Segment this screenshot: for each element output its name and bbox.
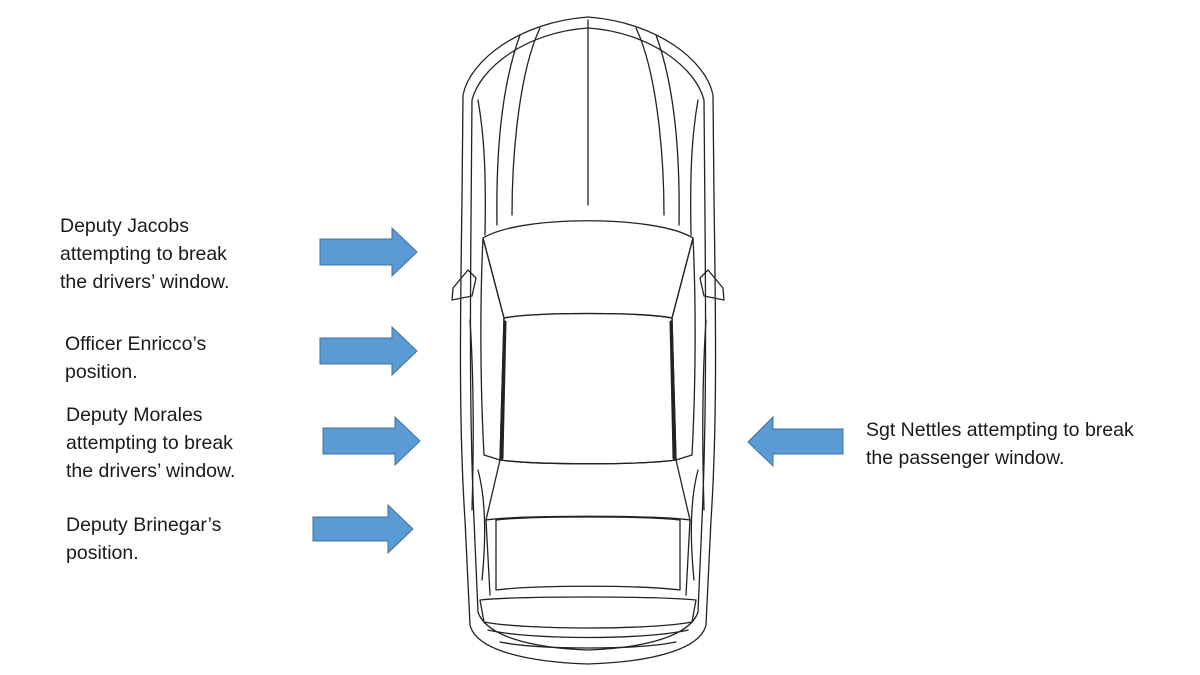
label-officer-enricco: Officer Enricco’s position. — [65, 333, 207, 383]
hood-line-right — [655, 34, 680, 226]
arrow-jacobs — [319, 226, 418, 278]
label-deputy-jacobs: Deputy Jacobs attempting to break the dr… — [60, 215, 230, 293]
car-body-outline — [459, 16, 717, 665]
arrow-enricco — [319, 325, 418, 377]
roof — [499, 312, 677, 465]
fender-line-right — [690, 99, 699, 236]
door-seal-right — [669, 320, 676, 460]
hood-crease-right — [635, 27, 665, 216]
label-deputy-morales: Deputy Morales attempting to break the d… — [66, 404, 236, 482]
rocker-line-left — [469, 319, 474, 511]
door-seal-left — [500, 320, 507, 460]
label-deputy-brinegar: Deputy Brinegar’s position. — [66, 514, 222, 564]
mirror-left — [451, 269, 477, 301]
trunk-edge-left — [485, 519, 491, 596]
arrow-nettles — [747, 415, 844, 468]
rear-bumper — [479, 596, 697, 629]
rear-lower-line — [499, 641, 677, 649]
side-window-left — [480, 237, 505, 461]
hood-line-left — [496, 34, 521, 226]
side-window-right — [671, 237, 696, 461]
car-top-view — [451, 16, 725, 665]
arrows — [312, 226, 844, 555]
rear-bumper-lower — [487, 629, 689, 639]
fender-line-left — [477, 99, 486, 236]
arrow-morales — [322, 415, 421, 467]
mirror-right — [699, 269, 725, 301]
hood-crease-left — [511, 27, 541, 216]
label-sgt-nettles: Sgt Nettles attempting to break the pass… — [866, 419, 1134, 469]
rear-window — [485, 459, 691, 521]
windshield — [482, 220, 694, 319]
arrow-brinegar — [312, 503, 414, 555]
rear-fender-left — [477, 469, 486, 581]
trunk — [495, 516, 681, 591]
rocker-line-right — [702, 319, 707, 511]
trunk-edge-right — [685, 519, 691, 596]
rear-fender-right — [690, 469, 699, 581]
